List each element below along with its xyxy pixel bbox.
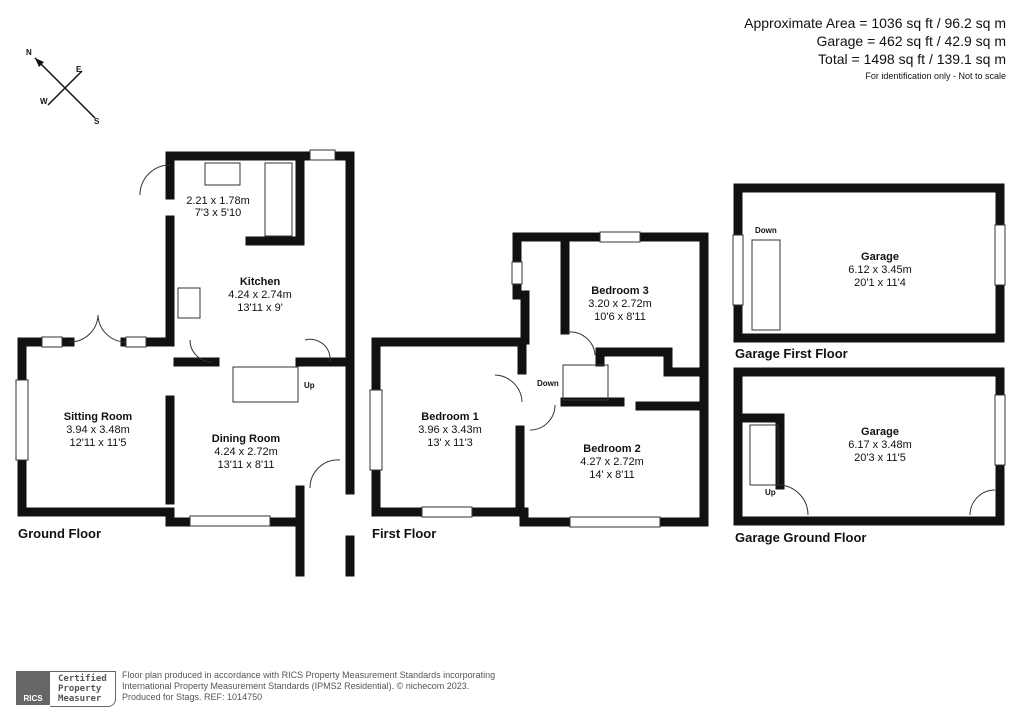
compass-n: N: [26, 48, 32, 57]
badge-line-1: Certified: [58, 674, 107, 684]
rics-logo: RICS: [16, 671, 50, 705]
bed1-name: Bedroom 1: [421, 411, 478, 423]
compass-w: W: [40, 97, 48, 106]
footer-line-2: International Property Measurement Stand…: [122, 681, 470, 691]
footer-line-1: Floor plan produced in accordance with R…: [122, 670, 496, 680]
badge-line-3: Measurer: [58, 694, 102, 704]
dining-metric: 4.24 x 2.72m: [214, 446, 278, 458]
footer-disclaimer: Floor plan produced in accordance with R…: [122, 670, 495, 703]
dining-name: Dining Room: [212, 433, 281, 445]
utility-imperial: 7'3 x 5'10: [195, 207, 241, 219]
bed2-imperial: 14' x 8'11: [589, 469, 635, 481]
garage-stairs-down-label: Down: [755, 226, 777, 235]
sitting-metric: 3.94 x 3.48m: [66, 424, 130, 436]
approx-area: Approximate Area = 1036 sq ft / 96.2 sq …: [744, 15, 1006, 31]
scale-note: For identification only - Not to scale: [865, 71, 1006, 81]
garage-upper-metric: 6.12 x 3.45m: [848, 264, 912, 276]
bed2-name: Bedroom 2: [583, 443, 640, 455]
garage-upper-imperial: 20'1 x 11'4: [854, 277, 906, 289]
certified-text: Certified Property Measurer: [50, 671, 116, 707]
bed3-metric: 3.20 x 2.72m: [588, 298, 652, 310]
utility-metric: 2.21 x 1.78m: [186, 195, 250, 207]
compass: N E S W: [26, 48, 100, 126]
badge-line-2: Property: [58, 684, 102, 694]
kitchen-metric: 4.24 x 2.74m: [228, 289, 292, 301]
bed2-metric: 4.27 x 2.72m: [580, 456, 644, 468]
bed1-imperial: 13' x 11'3: [427, 437, 473, 449]
stairs-down-label: Down: [537, 379, 559, 388]
stairs-up-label: Up: [304, 381, 315, 390]
garage-lower-name: Garage: [861, 426, 899, 438]
bed1-metric: 3.96 x 3.43m: [418, 424, 482, 436]
compass-e: E: [76, 65, 82, 74]
first-floor-label: First Floor: [372, 526, 436, 541]
garage-lower-metric: 6.17 x 3.48m: [848, 439, 912, 451]
garage-plan: Down Up Garage 6.12 x 3.45m 20'1 x 11'4 …: [732, 183, 1006, 545]
sitting-name: Sitting Room: [64, 411, 133, 423]
area-summary: Approximate Area = 1036 sq ft / 96.2 sq …: [744, 14, 1006, 84]
ground-floor-plan: 2.21 x 1.78m 7'3 x 5'10 Kitchen 4.24 x 2…: [15, 149, 355, 577]
footer-line-3: Produced for Stags. REF: 1014750: [122, 692, 263, 702]
garage-lower-imperial: 20'3 x 11'5: [854, 452, 906, 464]
garage-stairs-up-label: Up: [765, 488, 776, 497]
rics-badge: RICS Certified Property Measurer: [16, 671, 116, 707]
garage-area: Garage = 462 sq ft / 42.9 sq m: [816, 33, 1007, 49]
compass-s: S: [94, 117, 100, 126]
bed3-name: Bedroom 3: [591, 285, 648, 297]
kitchen-imperial: 13'11 x 9': [237, 302, 283, 314]
dining-imperial: 13'11 x 8'11: [217, 459, 274, 471]
garage-upper-name: Garage: [861, 251, 899, 263]
ground-floor-label: Ground Floor: [18, 526, 101, 541]
sitting-imperial: 12'11 x 11'5: [69, 437, 126, 449]
first-floor-plan: Bedroom 1 3.96 x 3.43m 13' x 11'3 Bedroo…: [369, 231, 709, 541]
kitchen-name: Kitchen: [240, 276, 281, 288]
bed3-imperial: 10'6 x 8'11: [594, 311, 646, 323]
total-area: Total = 1498 sq ft / 139.1 sq m: [818, 51, 1006, 67]
garage-ground-floor-label: Garage Ground Floor: [735, 530, 866, 545]
garage-first-floor-label: Garage First Floor: [735, 346, 848, 361]
